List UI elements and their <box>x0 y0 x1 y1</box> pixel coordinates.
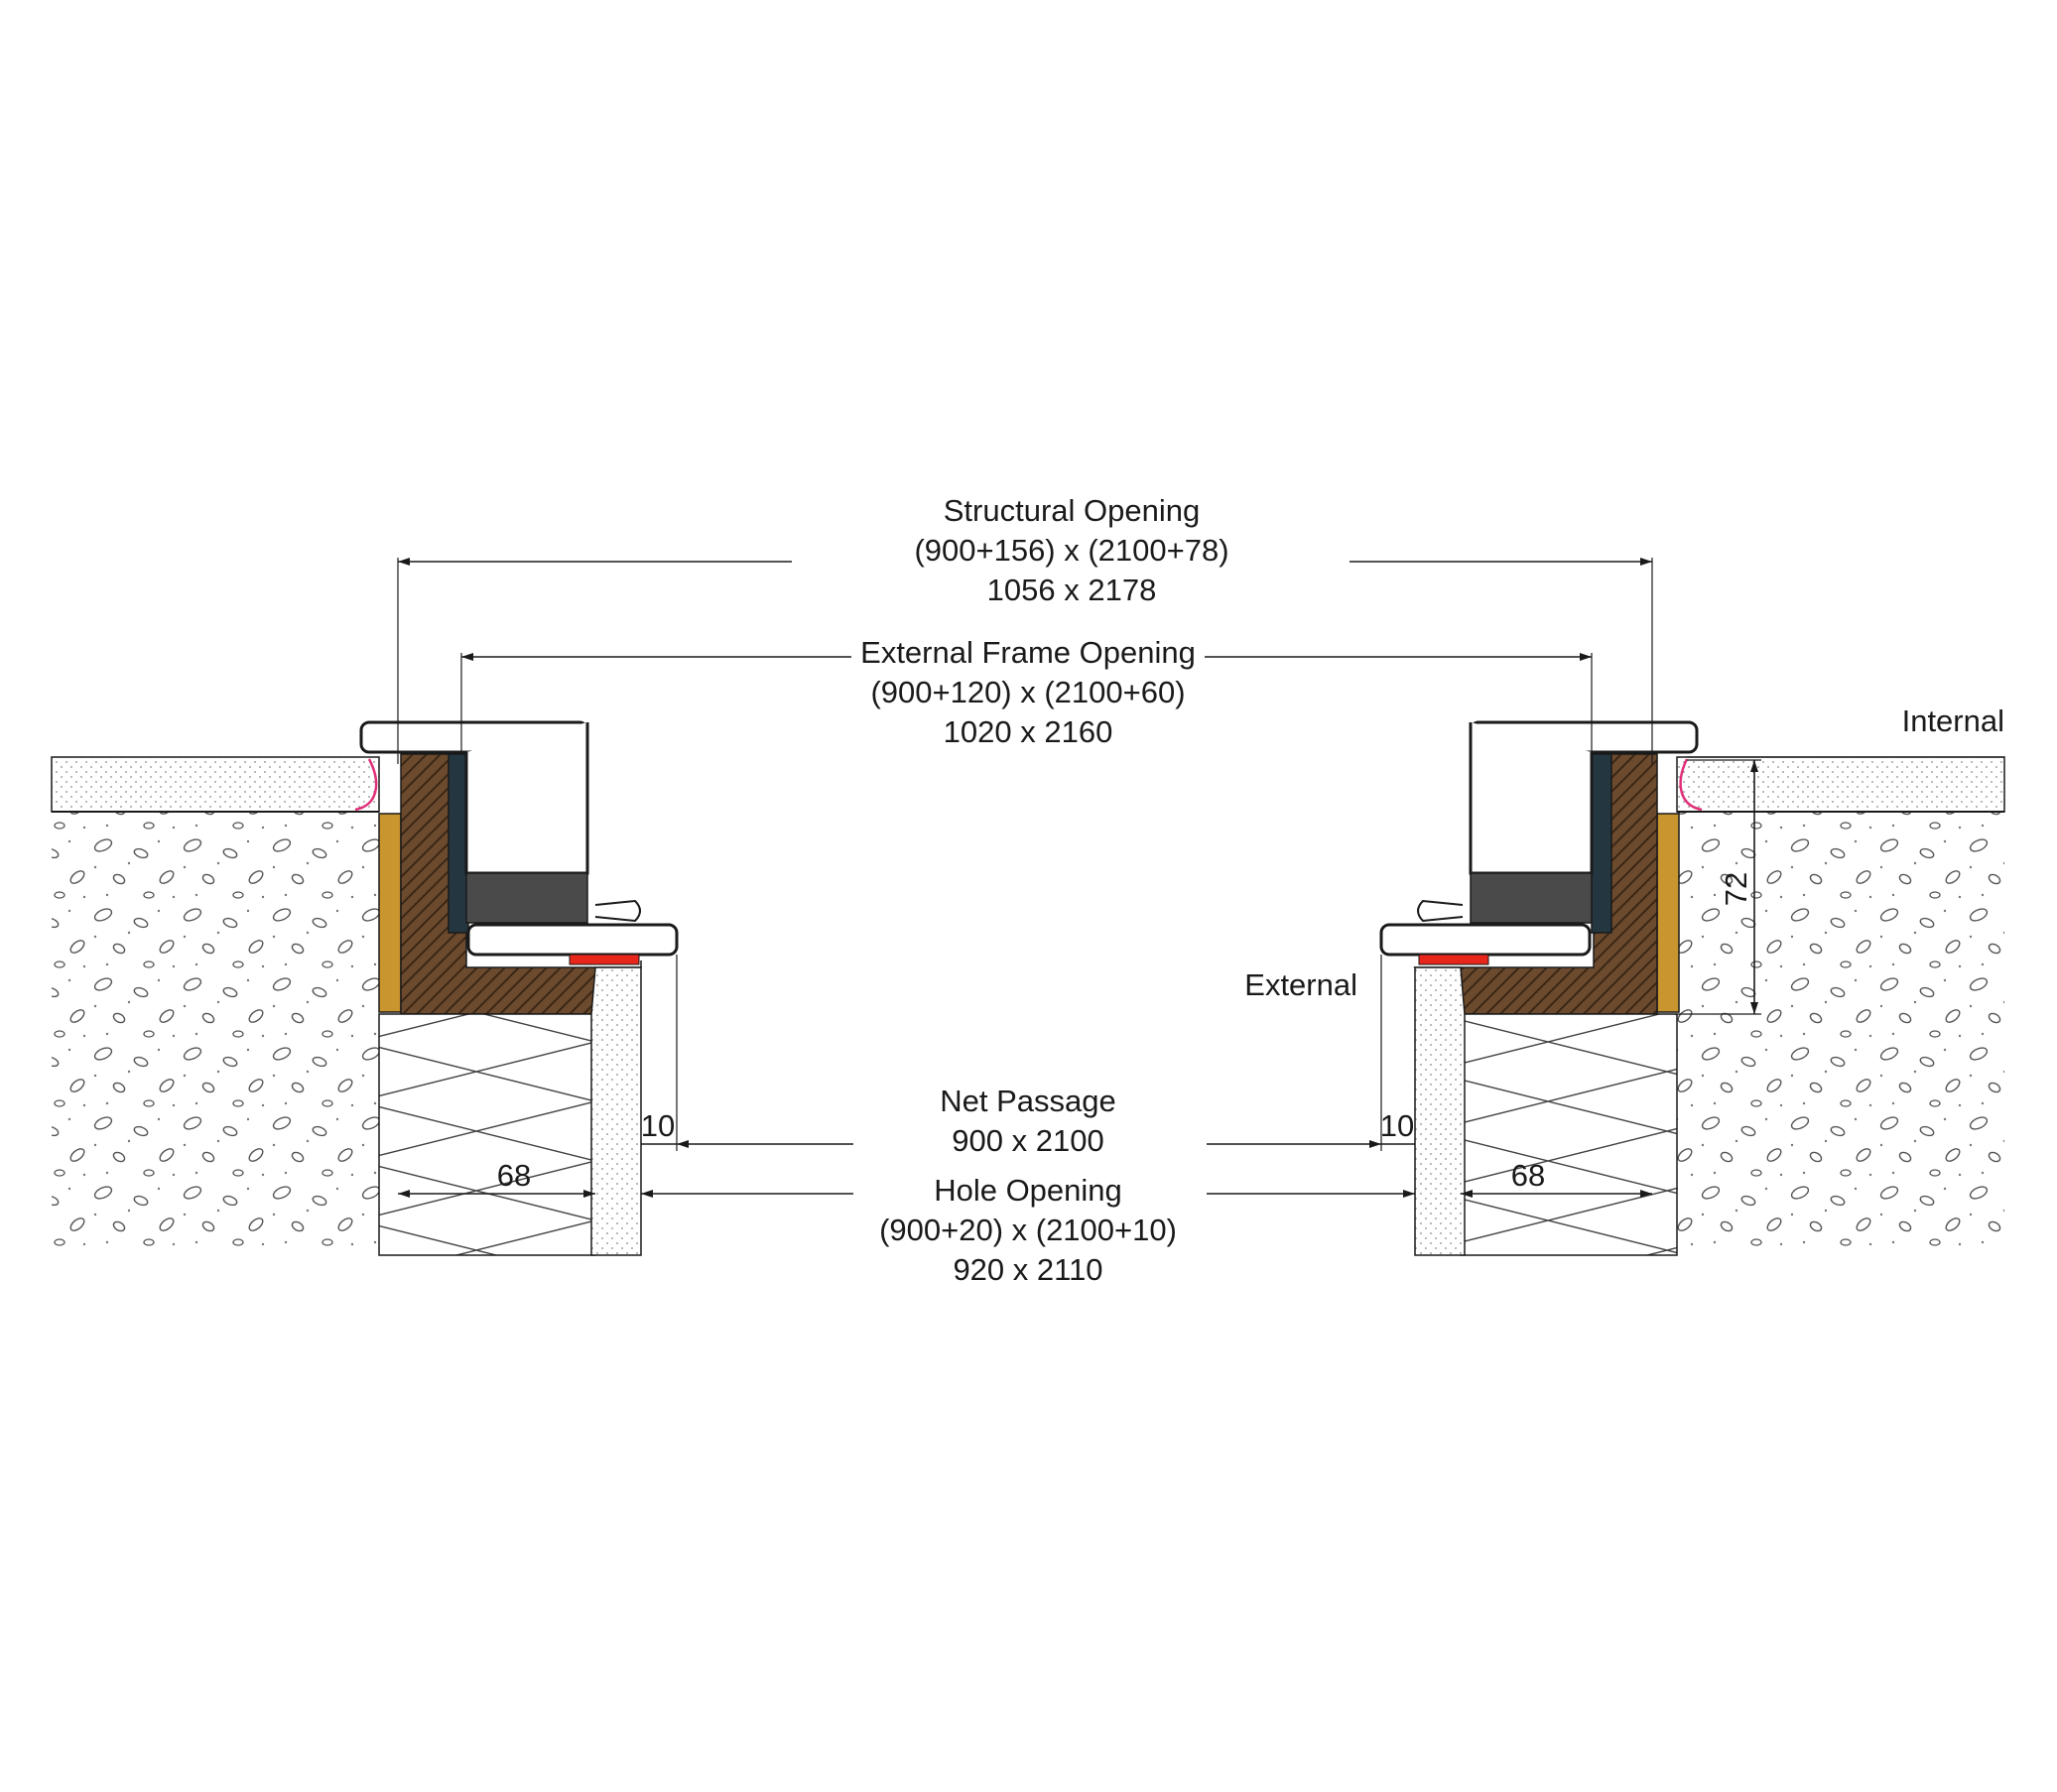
left-plaster-finish <box>51 756 380 813</box>
left-leaf-bottom <box>466 923 679 957</box>
internal-label: Internal <box>1902 704 2004 738</box>
right-sealant <box>1679 758 1703 812</box>
right-insulation <box>1460 1013 1678 1256</box>
dim-72-label: 72 <box>1719 872 1753 906</box>
dim-10-left-label: 10 <box>641 1108 675 1143</box>
dimension-external-frame-opening <box>460 653 1593 754</box>
net-passage-total: 900 x 2100 <box>952 1123 1103 1158</box>
hole-opening-sum: (900+20) x (2100+10) <box>879 1213 1177 1247</box>
left-sealant <box>354 758 378 812</box>
structural-opening-total: 1056 x 2178 <box>987 573 1157 607</box>
external-label: External <box>1244 967 1357 1002</box>
right-frame-steel <box>1591 753 1612 934</box>
hole-opening-title: Hole Opening <box>934 1173 1122 1208</box>
dim-10-right-label: 10 <box>1380 1108 1414 1143</box>
external-frame-opening-title: External Frame Opening <box>860 635 1196 670</box>
external-frame-opening-total: 1020 x 2160 <box>944 714 1113 749</box>
dimension-68-left <box>398 1190 595 1198</box>
dimension-net-passage <box>676 955 1382 1151</box>
dimension-hole-opening <box>641 1190 1415 1198</box>
right-plasterboard <box>1414 966 1466 1256</box>
left-jamb-section <box>51 720 679 1256</box>
structural-opening-sum: (900+156) x (2100+78) <box>914 533 1228 568</box>
right-concrete-wall <box>1677 812 2004 1255</box>
dimension-structural-opening <box>397 558 1653 764</box>
right-door-seal-clip <box>1417 899 1464 923</box>
structural-opening-title: Structural Opening <box>944 493 1200 528</box>
right-plaster-finish <box>1676 756 2005 813</box>
hole-opening-total: 920 x 2110 <box>953 1252 1102 1287</box>
left-gasket <box>465 872 588 924</box>
dimension-72 <box>1677 759 1761 1015</box>
right-jamb-section <box>1379 720 2005 1256</box>
dim-68-left-label: 68 <box>497 1158 531 1193</box>
right-timber-packer <box>1656 813 1680 1013</box>
external-frame-opening-sum: (900+120) x (2100+60) <box>870 675 1185 709</box>
left-plasterboard <box>590 966 642 1256</box>
right-intumescent-seal <box>1418 954 1489 965</box>
left-insulation <box>378 1013 596 1256</box>
dimension-68-right <box>1461 1190 1652 1198</box>
dim-68-right-label: 68 <box>1511 1158 1545 1193</box>
net-passage-title: Net Passage <box>940 1084 1116 1118</box>
right-leaf-bottom <box>1379 923 1592 957</box>
left-intumescent-seal <box>569 954 640 965</box>
left-door-seal-clip <box>594 899 641 923</box>
left-concrete-wall <box>52 812 379 1255</box>
right-gasket <box>1470 872 1593 924</box>
left-timber-packer <box>378 813 402 1013</box>
